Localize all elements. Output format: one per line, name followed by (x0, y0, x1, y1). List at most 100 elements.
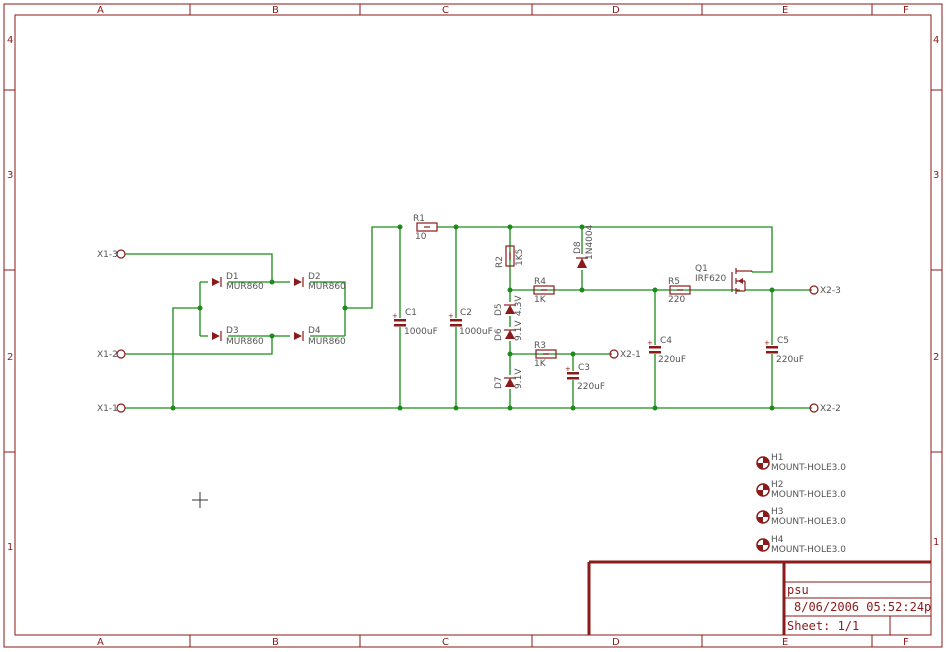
connector-x1-2-label: X1-2 (97, 350, 118, 360)
zone-col-c-top: C (442, 5, 449, 16)
svg-text:+: + (565, 365, 571, 373)
svg-text:+: + (764, 339, 770, 347)
diode-d3-icon (208, 331, 228, 341)
diode-d2-name: D2 (308, 272, 321, 282)
zone-row-4-left: 4 (7, 35, 13, 46)
connector-x2-3-label: X2-3 (820, 286, 841, 296)
mount-hole-h1-name: H1 (771, 453, 784, 463)
capacitor-c2-name: C2 (460, 308, 472, 318)
zone-row-4-right: 4 (933, 35, 939, 46)
capacitor-c5-name: C5 (777, 336, 789, 346)
outer-frame (3, 3, 943, 648)
zone-row-3-left: 3 (7, 170, 13, 181)
title-block-name: psu (787, 583, 809, 597)
capacitor-c1-icon: + (392, 312, 406, 327)
zone-column-ticks (4, 4, 942, 647)
diode-d8-name: D8 (573, 241, 583, 254)
zone-row-1-right: 1 (933, 537, 939, 548)
mount-hole-h1-value: MOUNT-HOLE3.0 (771, 463, 846, 473)
resistor-r5-value: 220 (668, 295, 685, 305)
resistor-r1-icon (416, 222, 438, 232)
connector-x2-3-icon (809, 285, 819, 295)
capacitor-c1-name: C1 (405, 308, 417, 318)
diode-d4-icon (290, 331, 310, 341)
zone-col-f-bottom: F (903, 637, 909, 648)
zener-d7-value: 9.1V (514, 368, 524, 389)
zener-d6-name: D6 (494, 328, 504, 341)
mount-hole-h2-name: H2 (771, 480, 784, 490)
zone-col-f-top: F (903, 5, 909, 16)
mosfet-q1-icon (731, 268, 753, 294)
resistor-r5-name: R5 (668, 277, 680, 287)
capacitor-c3-name: C3 (578, 363, 590, 373)
resistor-r1-name: R1 (413, 214, 425, 224)
zone-col-d-top: D (612, 5, 620, 16)
diode-d8-value: 1N4004 (585, 224, 595, 260)
mount-hole-h3-icon (756, 510, 770, 524)
zone-row-1-left: 1 (7, 542, 13, 553)
junctions (170, 224, 775, 411)
capacitor-c4-value: 220uF (658, 355, 686, 365)
zone-col-a-top: A (97, 5, 104, 16)
crosshair-cursor-icon (192, 492, 208, 508)
capacitor-c2-value: 1000uF (459, 327, 493, 337)
capacitor-c2-icon: + (448, 312, 462, 327)
wire-network (125, 226, 812, 409)
zone-row-3-right: 3 (933, 170, 939, 181)
diode-d3-value: MUR860 (226, 337, 264, 347)
resistor-r4-icon (533, 285, 555, 295)
title-block-date: 8/06/2006 05:52:24p (794, 600, 931, 614)
zone-col-e-top: E (782, 5, 788, 16)
connector-x2-2-label: X2-2 (820, 404, 841, 414)
connector-x2-1-icon (609, 349, 619, 359)
resistor-r3-value: 1K (534, 359, 547, 369)
resistor-r2-value: 1K5 (515, 249, 525, 266)
connector-x1-3-label: X1-3 (97, 250, 118, 260)
capacitor-c3-value: 220uF (577, 382, 605, 392)
diode-d1-value: MUR860 (226, 282, 264, 292)
capacitor-c4-name: C4 (660, 336, 672, 346)
svg-text:+: + (392, 312, 398, 320)
connector-x2-2-icon (809, 403, 819, 413)
zone-col-c-bottom: C (442, 637, 449, 648)
diode-d2-icon (290, 277, 310, 287)
zone-row-2-left: 2 (7, 352, 13, 363)
title-block-sheet: Sheet: 1/1 (787, 619, 859, 633)
diode-d8-icon (576, 254, 588, 270)
connector-x1-1-label: X1-1 (97, 404, 118, 414)
capacitor-c5-value: 220uF (776, 355, 804, 365)
mount-hole-h3-value: MOUNT-HOLE3.0 (771, 517, 846, 527)
svg-text:+: + (647, 339, 653, 347)
zener-d5-name: D5 (494, 303, 504, 316)
zone-col-d-bottom: D (612, 637, 620, 648)
diode-d1-name: D1 (226, 272, 239, 282)
mount-hole-h3-name: H3 (771, 507, 784, 517)
resistor-r3-icon (535, 349, 557, 359)
mosfet-q1-name: Q1 (695, 264, 708, 274)
svg-text:+: + (448, 312, 454, 320)
capacitor-c5-icon: + (764, 339, 778, 354)
zener-d5-value: 4.3V (514, 295, 524, 316)
zener-d7-name: D7 (494, 376, 504, 389)
connector-x1-2-icon (116, 349, 126, 359)
connector-x1-1-icon (116, 403, 126, 413)
zener-d7-icon (504, 375, 516, 389)
connector-x1-3-icon (116, 249, 126, 259)
zener-d6-value: 9.1V (514, 320, 524, 341)
diode-d1-icon (208, 277, 228, 287)
resistor-r2-name: R2 (495, 256, 505, 268)
zone-col-b-top: B (272, 5, 279, 16)
resistor-r5-icon (669, 285, 691, 295)
zone-col-a-bottom: A (97, 637, 104, 648)
resistor-r4-name: R4 (534, 277, 546, 287)
mount-hole-h2-value: MOUNT-HOLE3.0 (771, 490, 846, 500)
title-block-frame (587, 560, 931, 635)
connector-x2-1-label: X2-1 (620, 350, 641, 360)
diode-d4-name: D4 (308, 326, 321, 336)
inner-frame (14, 14, 932, 636)
zone-col-e-bottom: E (782, 637, 788, 648)
mount-hole-h4-icon (756, 538, 770, 552)
zener-d6-icon (504, 327, 516, 341)
mount-hole-h4-name: H4 (771, 535, 784, 545)
